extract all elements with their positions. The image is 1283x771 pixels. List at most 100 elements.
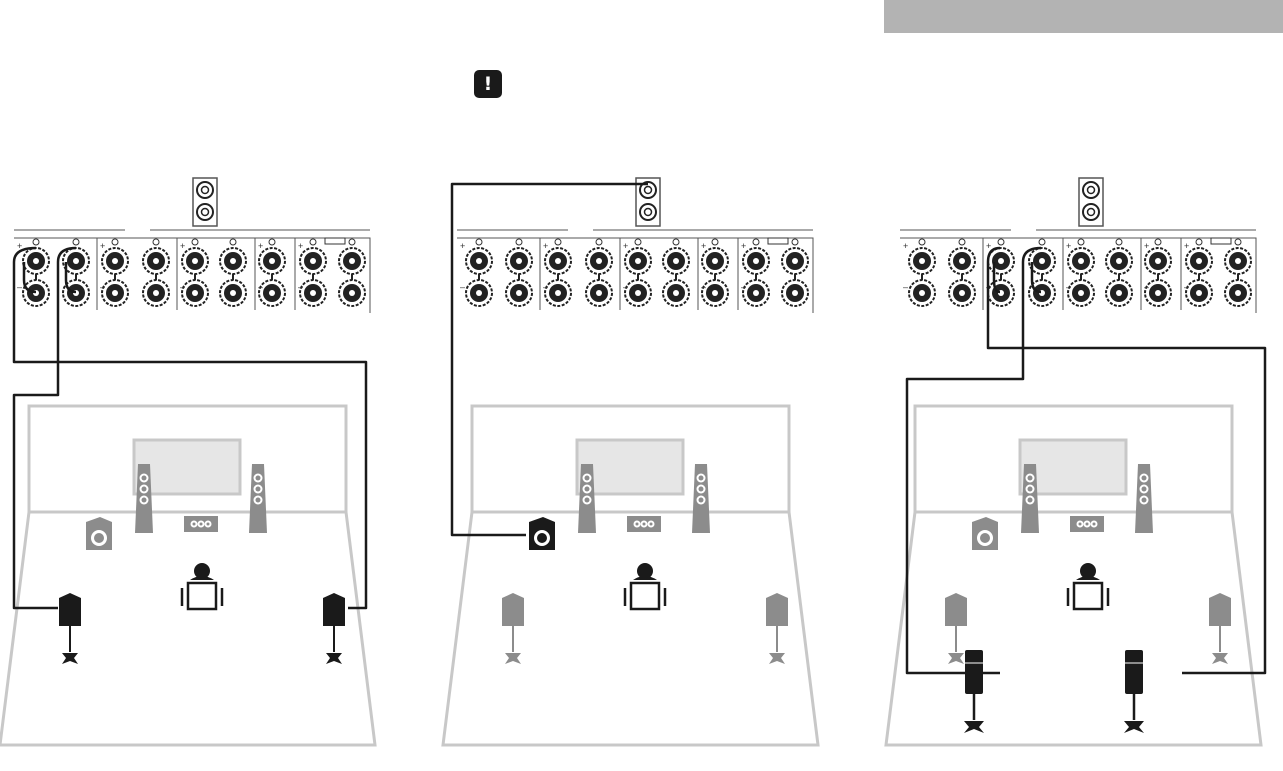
plus-label: + bbox=[903, 241, 908, 251]
minus-label: – bbox=[17, 282, 22, 292]
speaker-terminal bbox=[701, 238, 729, 307]
speaker-terminal bbox=[624, 238, 652, 307]
surround-left-cable bbox=[12, 246, 77, 610]
speaker-terminal bbox=[181, 238, 209, 307]
center-speaker bbox=[184, 516, 218, 532]
minus-label: – bbox=[1066, 282, 1071, 292]
minus-label: – bbox=[298, 282, 303, 292]
minus-label: – bbox=[543, 282, 548, 292]
speaker-stand-icon bbox=[505, 653, 521, 664]
minus-label: – bbox=[100, 282, 105, 292]
speaker-stand-icon bbox=[948, 653, 964, 664]
left-room bbox=[0, 404, 377, 747]
plus-label: + bbox=[180, 241, 185, 251]
speaker-terminal bbox=[1224, 238, 1252, 307]
plus-label: + bbox=[1066, 241, 1071, 251]
speaker-terminal bbox=[1185, 238, 1213, 307]
surround-back-left-cable bbox=[905, 246, 1042, 675]
left-terminal-panel: +–+–+–+–+– bbox=[14, 177, 371, 313]
right-terminal-panel: +–+–+–+–+– bbox=[900, 177, 1257, 313]
minus-label: – bbox=[258, 282, 263, 292]
exclamation-icon: ! bbox=[474, 70, 502, 98]
speaker-terminal bbox=[505, 238, 533, 307]
speaker-terminal bbox=[1067, 238, 1095, 307]
center-speaker bbox=[627, 516, 661, 532]
surround-back-right-cable-neg bbox=[992, 262, 1001, 294]
subwoofer bbox=[529, 517, 555, 550]
surround-right-cable bbox=[12, 246, 368, 610]
plus-label: + bbox=[1144, 241, 1149, 251]
speaker-stand-icon bbox=[62, 653, 78, 664]
surround-back-left-cable-neg bbox=[1030, 262, 1042, 294]
room-floor bbox=[441, 511, 820, 747]
surround-back-right-speaker bbox=[1124, 650, 1144, 733]
front-right-speaker bbox=[249, 464, 267, 533]
plus-label: + bbox=[623, 241, 628, 251]
surround-right-cable-neg bbox=[22, 262, 37, 294]
speaker-terminal bbox=[585, 238, 613, 307]
minus-label: – bbox=[1144, 282, 1149, 292]
speaker-stand-icon bbox=[1124, 721, 1144, 733]
plus-label: + bbox=[100, 241, 105, 251]
tv-screen bbox=[132, 438, 242, 496]
speaker-terminal bbox=[1105, 238, 1133, 307]
listener-icon bbox=[623, 563, 667, 611]
speaker-terminal bbox=[662, 238, 690, 307]
front-left-speaker bbox=[1021, 464, 1039, 533]
surround-left-speaker bbox=[59, 593, 81, 664]
middle-terminal-panel: + – + – + – + – + – bbox=[457, 177, 814, 313]
speaker-terminal bbox=[338, 238, 366, 307]
minus-label: – bbox=[1184, 282, 1189, 292]
listener-icon bbox=[180, 563, 224, 611]
front-right-speaker bbox=[1135, 464, 1153, 533]
plus-label: + bbox=[298, 241, 303, 251]
plus-label: + bbox=[986, 241, 991, 251]
surround-back-left-speaker bbox=[964, 650, 984, 733]
speaker-terminal bbox=[22, 238, 50, 307]
minus-label: – bbox=[903, 282, 908, 292]
plus-label: + bbox=[701, 241, 706, 251]
speaker-stand-icon bbox=[964, 721, 984, 733]
minus-label: – bbox=[460, 282, 465, 292]
speaker-terminal bbox=[299, 238, 327, 307]
plus-label: + bbox=[460, 241, 465, 251]
section-header-band bbox=[884, 0, 1283, 33]
speaker-terminal bbox=[908, 238, 936, 307]
right-room bbox=[884, 404, 1263, 747]
speaker-terminal bbox=[465, 238, 493, 307]
surround-left-speaker bbox=[945, 593, 967, 664]
speaker-terminal bbox=[101, 238, 129, 307]
speaker-terminal bbox=[781, 238, 809, 307]
minus-label: – bbox=[623, 282, 628, 292]
room-floor bbox=[0, 511, 377, 747]
surround-left-speaker bbox=[502, 593, 524, 664]
listener-icon bbox=[1066, 563, 1110, 611]
front-left-speaker bbox=[578, 464, 596, 533]
speaker-terminal bbox=[742, 238, 770, 307]
front-left-speaker bbox=[135, 464, 153, 533]
plus-label: + bbox=[17, 241, 22, 251]
plus-label: + bbox=[1184, 241, 1189, 251]
plus-label: + bbox=[543, 241, 548, 251]
surround-right-speaker bbox=[1209, 593, 1231, 664]
tv-screen bbox=[575, 438, 685, 496]
front-right-speaker bbox=[692, 464, 710, 533]
speaker-stand-icon bbox=[1212, 653, 1228, 664]
speaker-terminal bbox=[948, 238, 976, 307]
surround-right-speaker bbox=[766, 593, 788, 664]
tv-screen bbox=[1018, 438, 1128, 496]
center-speaker bbox=[1070, 516, 1104, 532]
speaker-terminal bbox=[1144, 238, 1172, 307]
minus-label: – bbox=[701, 282, 706, 292]
speaker-terminal bbox=[258, 238, 286, 307]
surround-back-right-cable bbox=[986, 246, 1267, 675]
subwoofer bbox=[86, 517, 112, 550]
minus-label: – bbox=[741, 282, 746, 292]
middle-room bbox=[441, 404, 820, 747]
subwoofer bbox=[972, 517, 998, 550]
subwoofer-cable bbox=[450, 182, 648, 537]
plus-label: + bbox=[741, 241, 746, 251]
speaker-stand-icon bbox=[769, 653, 785, 664]
room-floor bbox=[884, 511, 1263, 747]
